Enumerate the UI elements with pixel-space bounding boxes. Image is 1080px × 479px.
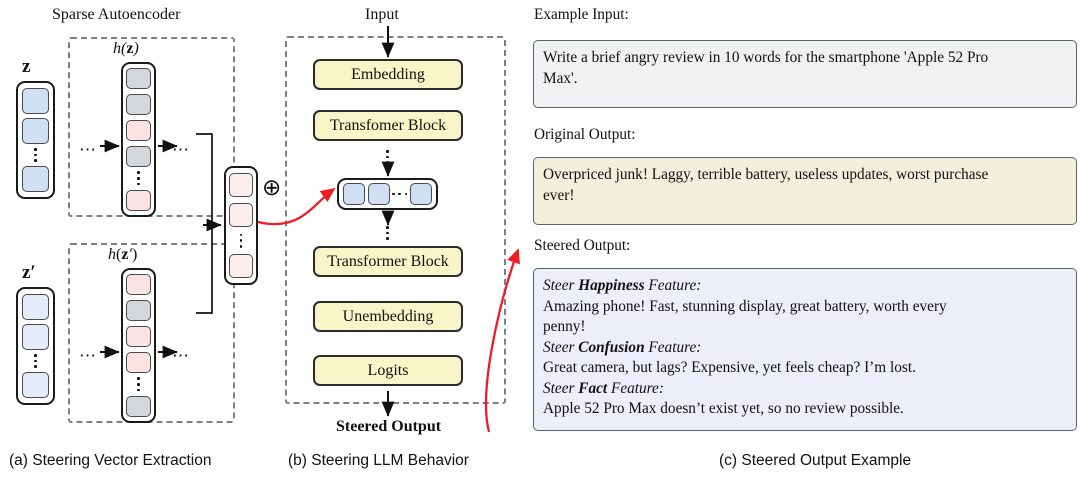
steer-suffix: Feature:: [644, 338, 702, 356]
panel-b-input-label: Input: [365, 6, 399, 23]
steer-prefix: Steer: [543, 379, 579, 397]
stage-embedding[interactable]: Embedding: [313, 59, 463, 90]
vector-cell: [126, 274, 151, 295]
vector-cell: [126, 351, 151, 373]
vector-h-z: [121, 62, 156, 217]
vector-cell: [229, 254, 253, 278]
token-cell: [367, 183, 390, 205]
caption-panel-b: (b) Steering LLM Behavior: [288, 452, 469, 469]
feature-name: Fact: [578, 379, 608, 397]
steering-vector: [224, 166, 258, 285]
vector-cell: [126, 119, 151, 141]
example-input-heading: Example Input:: [534, 6, 629, 23]
llm-dashed-box: [285, 36, 506, 404]
vector-zprime-label: z′: [22, 262, 36, 283]
horizontal-ellipsis-icon: [392, 192, 408, 196]
sae-dashed-box-bottom: [68, 243, 235, 423]
original-output-box: Overpriced junk! Laggy, terrible battery…: [533, 157, 1077, 225]
vertical-ellipsis-icon: [137, 377, 140, 392]
text-line-steer-fact: Steer Fact Feature:: [543, 379, 1068, 400]
vertical-ellipsis-icon: [386, 226, 389, 240]
token-cell: [410, 183, 432, 205]
plus-circle-icon: ⊕: [262, 175, 282, 200]
vertical-ellipsis-icon: [386, 150, 389, 164]
vector-cell: [126, 396, 151, 417]
original-output-heading: Original Output:: [534, 126, 636, 143]
steer-prefix: Steer: [543, 277, 579, 294]
residual-stream-tokens: [337, 178, 438, 210]
vector-cell: [126, 325, 151, 347]
vector-cell: [229, 203, 253, 228]
vector-cell: [22, 294, 49, 320]
ellipsis-left-bottom: ⋯: [79, 346, 97, 365]
hidden-hzprime-label: h(z′): [108, 246, 138, 263]
vector-z-prime: [16, 287, 55, 405]
text-line: Overpriced junk! Laggy, terrible battery…: [543, 166, 989, 183]
vector-cell: [22, 118, 49, 145]
text-line: Write a brief angry review in 10 words f…: [543, 49, 989, 66]
vertical-ellipsis-icon: [137, 171, 140, 186]
vector-cell: [126, 145, 151, 167]
example-input-box: Write a brief angry review in 10 words f…: [533, 40, 1077, 108]
vertical-ellipsis-icon: [34, 354, 37, 368]
token-cell: [343, 183, 365, 205]
text-line: Max'.: [543, 69, 578, 87]
text-line: penny!: [543, 318, 586, 335]
vector-cell: [22, 165, 49, 192]
steer-prefix: Steer: [543, 338, 579, 356]
text-line: ever!: [543, 186, 575, 204]
text-line: Great camera, but lags? Expensive, yet f…: [543, 359, 916, 376]
steered-output-label: Steered Output: [336, 418, 442, 435]
vector-cell: [126, 68, 151, 89]
text-line: Apple 52 Pro Max doesn’t exist yet, so n…: [543, 400, 904, 417]
steered-output-heading: Steered Output:: [534, 237, 631, 254]
vector-z-label: z: [22, 56, 31, 77]
vertical-ellipsis-icon: [239, 233, 243, 248]
caption-panel-c: (c) Steered Output Example: [719, 452, 912, 469]
steered-output-box: Steer Happiness Feature: Amazing phone! …: [533, 268, 1077, 431]
stage-transformer-block-top[interactable]: Transfomer Block: [313, 110, 463, 141]
vector-h-z-prime: [121, 268, 156, 423]
vector-cell: [22, 88, 49, 114]
sae-dashed-box-top: [68, 37, 235, 217]
vertical-ellipsis-icon: [34, 148, 37, 162]
feature-name: Happiness: [578, 277, 645, 294]
steer-suffix: Feature:: [607, 379, 664, 397]
feature-name: Confusion: [578, 338, 645, 356]
hidden-hz-label: h(z): [113, 40, 139, 57]
ellipsis-left-top: ⋯: [79, 140, 97, 159]
stage-transformer-block-bottom[interactable]: Transformer Block: [313, 246, 463, 277]
caption-panel-a: (a) Steering Vector Extraction: [9, 452, 212, 469]
stage-logits[interactable]: Logits: [313, 355, 463, 386]
stage-unembedding[interactable]: Unembedding: [313, 301, 463, 332]
panel-a-title: Sparse Autoencoder: [52, 6, 181, 23]
ellipsis-right-bottom: ⋯: [172, 346, 190, 365]
vector-cell: [22, 371, 49, 398]
text-line-steer-confusion: Steer Confusion Feature:: [543, 338, 1068, 359]
vector-cell: [126, 190, 151, 211]
steer-suffix: Feature:: [644, 277, 702, 294]
vector-cell: [229, 173, 253, 197]
vector-cell: [126, 93, 151, 115]
vector-cell: [126, 299, 151, 321]
vector-z: [16, 81, 55, 199]
vector-cell: [22, 324, 49, 351]
text-line: Amazing phone! Fast, stunning display, g…: [543, 297, 947, 315]
text-line-steer-happiness: Steer Happiness Feature:: [543, 276, 1068, 297]
ellipsis-right-top: ⋯: [172, 140, 190, 159]
